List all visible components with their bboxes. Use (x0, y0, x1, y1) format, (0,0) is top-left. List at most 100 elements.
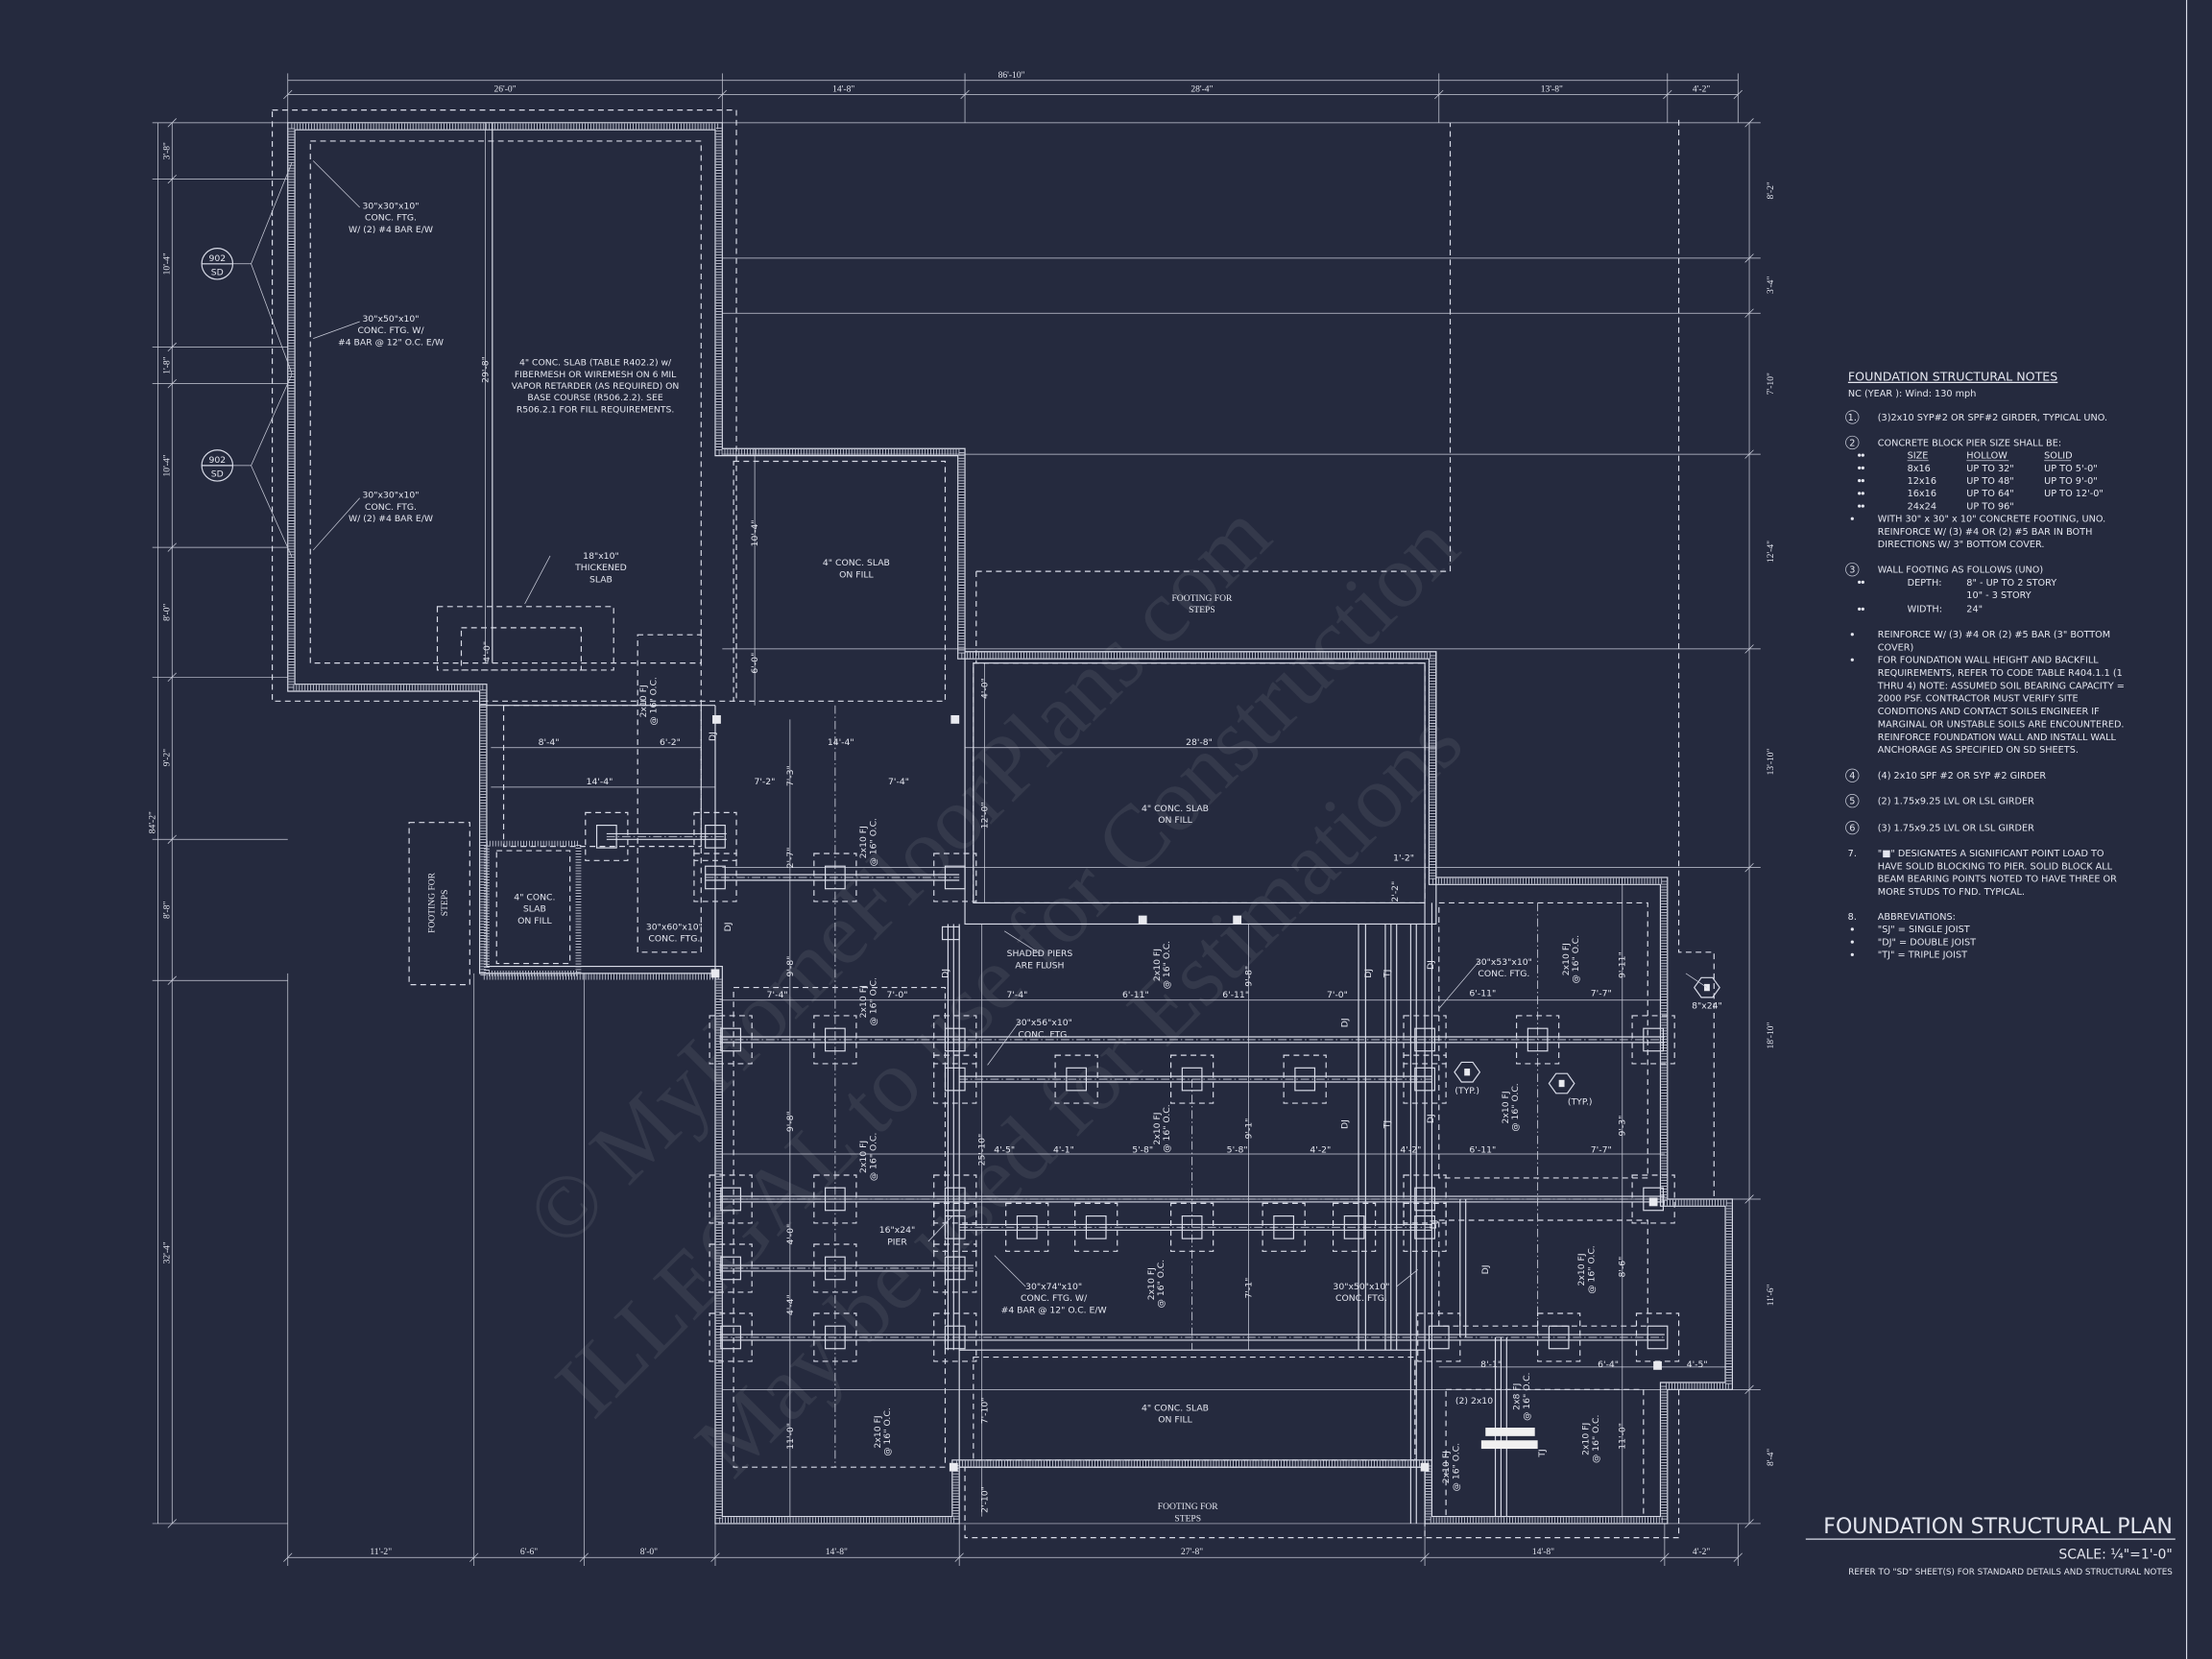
note-number: 1. (1848, 413, 1857, 423)
note-5: (2) 1.75x9.25 LVL OR LSL GIRDER (1878, 797, 2034, 807)
dimension-lines (152, 73, 1761, 1567)
note-number-marker (1845, 820, 1860, 835)
pier (1414, 1187, 1435, 1212)
pier-table-header: HOLLOW (1966, 451, 2008, 462)
callout-text: BASE COURSE (R506.2.2). SEE (527, 393, 662, 403)
pier-footing (693, 811, 737, 861)
detail-number: 902 (208, 253, 226, 264)
pier-footing (813, 1243, 857, 1293)
pier-footing (1537, 1312, 1581, 1362)
note-3: WALL FOOTING AS FOLLOWS (UNO) (1878, 565, 2043, 576)
pier (825, 1325, 846, 1350)
floor-joist-spacing: @ 16" O.C. (1591, 1415, 1601, 1463)
abbreviation: "DJ" = DOUBLE JOIST (1878, 937, 1976, 948)
interior-dimension: 7'-4" (1006, 990, 1027, 1000)
note-number: 3 (1849, 565, 1855, 576)
point-load-marker (1653, 1360, 1662, 1370)
callout-text: STEPS (1189, 605, 1215, 615)
left-dimension: 9'-2" (161, 749, 172, 766)
floor-joist-spacing: @ 16" O.C. (1162, 1104, 1172, 1152)
plan-labels: 86'-10"26'-0"14'-8"28'-4"13'-8"4'-2"11'-… (148, 70, 1776, 1557)
pier (944, 1215, 966, 1239)
callout-text: 4" CONC. SLAB (TABLE R402.2) w/ (519, 358, 672, 369)
pier (1181, 1215, 1203, 1239)
right-dimension: 8'-2" (1766, 181, 1776, 199)
overall-depth-dimension: 84'-2" (148, 811, 158, 833)
callout-text: 16"x24" (879, 1225, 916, 1236)
double-joist-marker: DJ (1480, 1265, 1491, 1275)
callout-text: 18"x10" (583, 551, 619, 562)
callout-text: CONC. FTG. (648, 934, 700, 945)
floor-joist-label: 2x10 FJ (858, 826, 869, 858)
foundation-wall-note: CONDITIONS AND CONTACT SOILS ENGINEER IF (1878, 707, 2100, 717)
leader-line (987, 1022, 1020, 1066)
callout-text: SLAB (523, 904, 546, 915)
note-number: 2 (1849, 438, 1855, 448)
pier (705, 825, 726, 849)
pier-footing (1516, 1015, 1560, 1065)
foundation-walls (287, 122, 1733, 1525)
left-dimension: 8'-8" (161, 901, 172, 918)
callout-text: #4 BAR @ 12" O.C. E/W (1001, 1305, 1107, 1315)
callout-text: W/ (2) #4 BAR E/W (349, 225, 433, 235)
note-number-marker (1845, 563, 1860, 577)
floor-joist-spacing: @ 16" O.C. (1571, 935, 1581, 983)
double-joist-marker: DJ (1426, 960, 1436, 970)
floor-joist-spacing: @ 16" O.C. (1156, 1260, 1166, 1308)
pier-footing (933, 853, 977, 902)
floor-joist-label: 2x10 FJ (638, 685, 649, 717)
pier-table-cell: 24x24 (1908, 501, 1936, 512)
drawing-scale: SCALE: ¼"=1'-0" (2058, 1548, 2172, 1563)
pier-footing (813, 1015, 857, 1065)
callout-text: 4" CONC. (514, 892, 555, 902)
callout-text: CONC. FTG. W/ (1021, 1293, 1088, 1304)
note-number-marker (1845, 794, 1860, 808)
bottom-dimension: 27'-8" (1181, 1547, 1203, 1557)
callout-text: 30"x53"x10" (1476, 957, 1532, 968)
leader-line (312, 497, 360, 551)
callout-text: CONC. FTG. (365, 213, 417, 224)
pier (595, 825, 617, 849)
pier (720, 1027, 742, 1052)
callout-text: FOOTING FOR (427, 872, 438, 932)
interior-dimension: 4'-1" (1053, 1144, 1074, 1155)
pier (1643, 1187, 1664, 1212)
pier (720, 1256, 742, 1281)
hexagon-note-marker (1454, 1061, 1481, 1083)
floor-joist-spacing: @ 16" O.C. (1162, 941, 1172, 989)
leader-line (1685, 973, 1708, 988)
pier (825, 1187, 846, 1212)
floor-joist-spacing: @ 16" O.C. (868, 818, 878, 866)
detail-sheet: SD (211, 268, 224, 278)
pier-table-cell: UP TO 48" (1966, 476, 2013, 487)
double-joist-label: (2) 2x10 (1455, 1396, 1493, 1407)
double-joist-marker: DJ (723, 922, 733, 931)
double-joist-marker: DJ (1426, 1114, 1436, 1123)
interior-dimension: 6'-11" (1469, 1144, 1496, 1155)
interior-dimension: 7'-4" (767, 990, 788, 1000)
vertical-dimension: 9'-11" (1618, 951, 1628, 978)
reinforce-note: REINFORCE W/ (3) #4 OR (2) #5 BAR (3" BO… (1878, 630, 2110, 640)
detail-tag: 902 SD (201, 161, 293, 374)
callout-text: FOOTING FOR (1158, 1502, 1218, 1512)
note-number-marker (1845, 768, 1860, 782)
note-7: HAVE SOLID BLOCKING TO PIER. SOLID BLOCK… (1878, 861, 2113, 872)
note-7: MORE STUDS TO FND. TYPICAL. (1878, 887, 2025, 898)
pier-footing (813, 1312, 857, 1362)
foundation-wall-note: 2000 PSF. CONTRACTOR MUST VERIFY SITE (1878, 694, 2079, 705)
floor-joist-label: 2x10 FJ (873, 1415, 883, 1448)
vertical-dimension: 7'-3" (785, 765, 796, 786)
callout-text: CONC. FTG. (1018, 1029, 1070, 1040)
drawing-title: FOUNDATION STRUCTURAL PLAN (1823, 1515, 2173, 1539)
foundation-wall-note: ANCHORAGE AS SPECIFIED ON SD SHEETS. (1878, 745, 2079, 756)
pier-table-cell: UP TO 12'-0" (2044, 489, 2104, 499)
vertical-dimension: 9'-8" (785, 1111, 796, 1132)
interior-dimension: 7'-0" (1327, 990, 1348, 1000)
floor-joist-spacing: @ 16" O.C. (1451, 1443, 1461, 1491)
top-dimension: 4'-2" (1693, 84, 1710, 95)
interior-dimension: 8'-1" (1480, 1359, 1502, 1370)
pier (944, 1067, 966, 1092)
vertical-dimension: 4'-0" (785, 1224, 796, 1245)
